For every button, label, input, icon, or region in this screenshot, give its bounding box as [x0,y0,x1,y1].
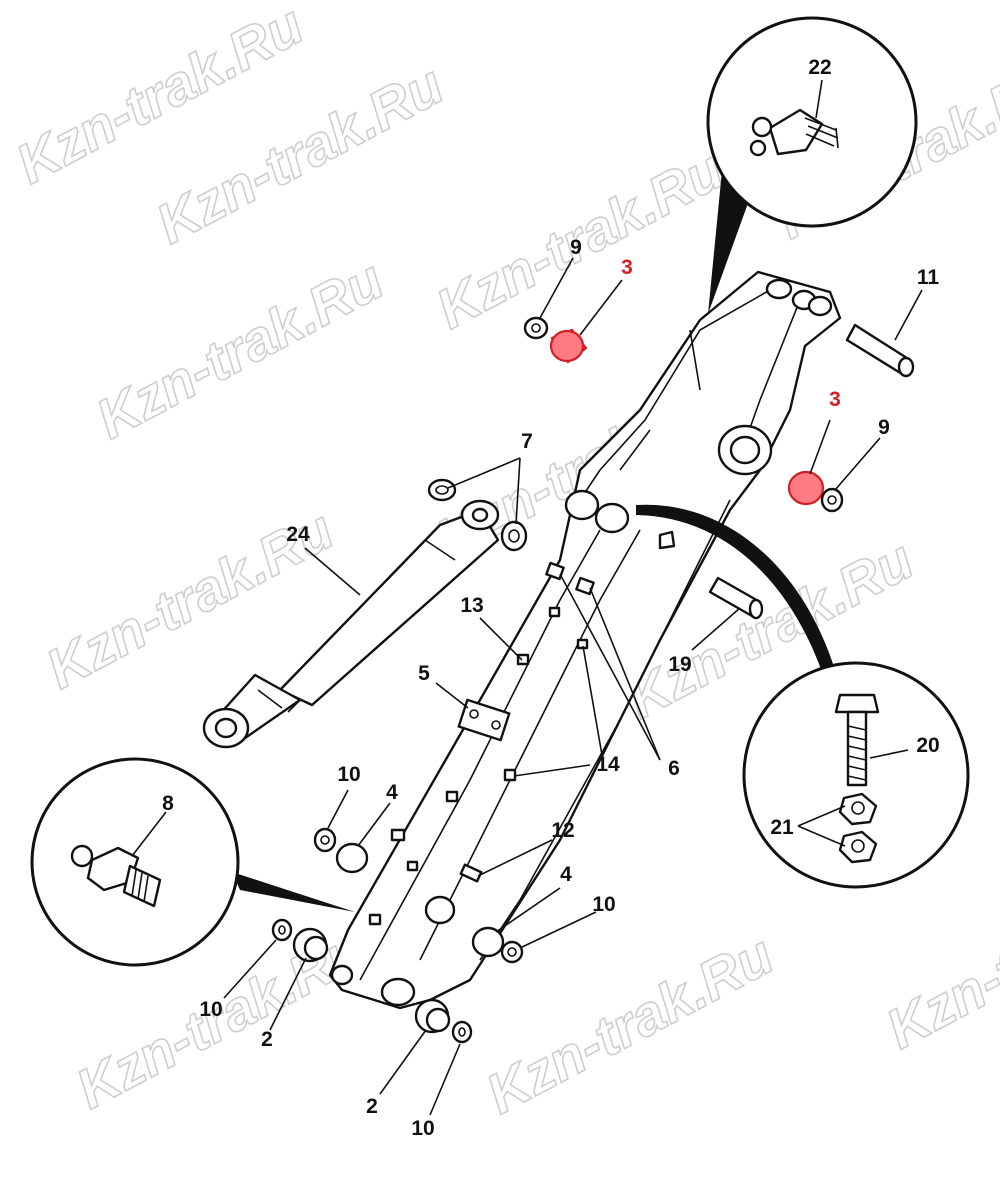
callout-4: 4 [386,781,398,804]
callout-12: 12 [551,819,574,842]
callout-2: 2 [366,1095,378,1118]
callout-13: 13 [460,594,483,617]
bushing-4 [335,842,369,874]
callout-22: 22 [808,56,831,79]
bushing-3-top [549,328,588,364]
callout-10: 10 [337,763,360,786]
watermark: Kzn-trak.Ru [86,247,393,450]
flanged-bushing-2 [414,998,451,1034]
callout-24: 24 [286,523,310,546]
washers-7 [427,478,528,552]
callout-5: 5 [418,662,430,685]
callout-labels: 22 9 3 11 3 9 7 24 13 5 19 20 21 14 6 10… [162,56,940,1140]
detail-bubble-grease-nipple-top [706,16,918,314]
callout-10: 10 [199,998,222,1021]
bushing-4 [471,926,505,958]
detail-bubble-grease-nipple-bottom [30,757,355,967]
callout-14: 14 [596,753,620,776]
callout-7: 7 [521,430,533,453]
callout-10: 10 [592,893,615,916]
callout-3: 3 [829,388,841,411]
boom-arm [328,270,842,1010]
leader-lines [131,79,923,1116]
washer-9 [820,487,844,513]
bushing-3-right [787,470,825,506]
callout-4: 4 [560,863,572,886]
washer-10 [451,1020,473,1044]
flanged-bushing-2 [292,927,329,963]
callout-3: 3 [621,256,633,279]
detail-bubble-bolt-nuts [636,504,970,889]
washer-10 [271,918,293,942]
washer-9 [523,316,549,340]
watermark: Kzn-trak.Ru [876,857,1000,1060]
callout-19: 19 [668,653,691,676]
callout-9: 9 [570,236,582,259]
detail-pointer [232,872,355,912]
pin-11 [845,323,915,378]
hydraulic-cylinder [202,499,500,749]
callout-10: 10 [411,1117,434,1140]
callout-8: 8 [162,792,174,815]
washer-10 [313,827,337,853]
callout-11: 11 [917,266,940,289]
pin-19 [708,576,764,620]
washer-10 [500,940,524,964]
callout-20: 20 [916,734,939,757]
callout-21: 21 [770,816,794,839]
callout-9: 9 [878,416,890,439]
callout-6: 6 [668,757,680,780]
detail-pointer [636,504,835,672]
callout-2: 2 [261,1028,273,1051]
